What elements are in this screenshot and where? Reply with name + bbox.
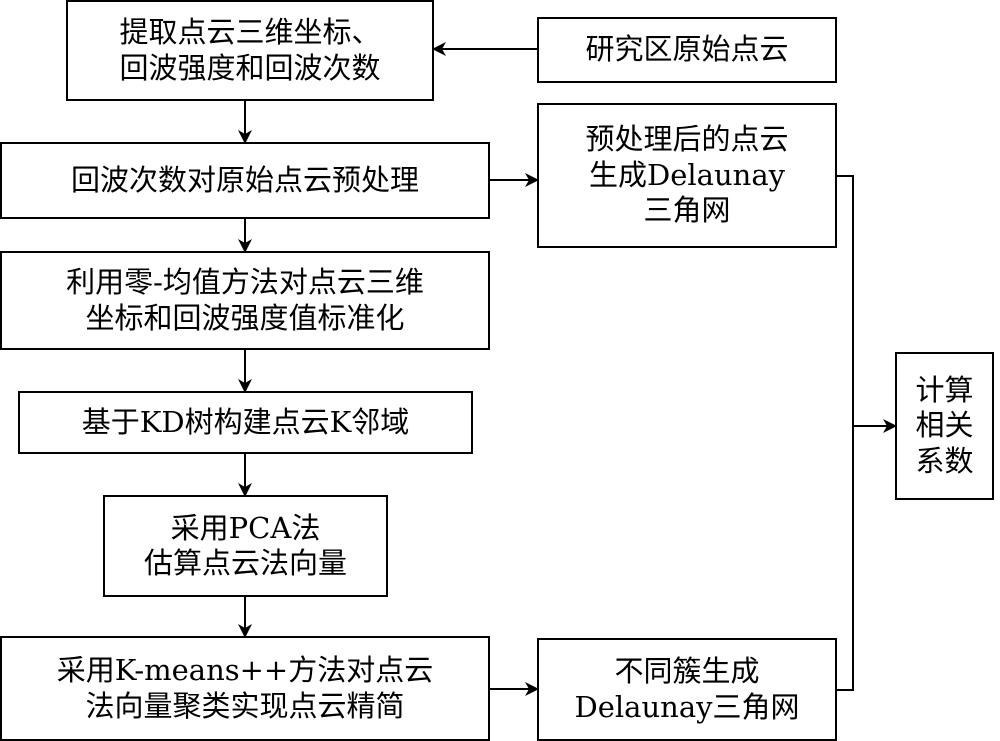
node-text-line: 相关 xyxy=(915,408,974,443)
node-text-line: 三角网 xyxy=(643,193,731,228)
node-text-line: 采用PCA法 xyxy=(170,510,321,545)
extract-coordinates-box: 提取点云三维坐标、回波强度和回波次数 xyxy=(66,0,434,101)
node-text-line: 不同簇生成 xyxy=(614,654,760,689)
node-text-line: 利用零-均值方法对点云三维 xyxy=(66,265,424,300)
node-text-line: 回波次数对原始点云预处理 xyxy=(70,162,419,197)
node-text-line: Delaunay三角网 xyxy=(574,689,800,724)
node-text-line: 研究区原始点云 xyxy=(585,32,789,67)
pca-normal-box: 采用PCA法估算点云法向量 xyxy=(103,495,388,597)
correlation-box: 计算相关系数 xyxy=(895,352,994,500)
node-text-line: 法向量聚类实现点云精简 xyxy=(85,688,405,723)
preprocess-box: 回波次数对原始点云预处理 xyxy=(0,142,490,219)
node-text-line: 计算 xyxy=(915,372,974,407)
node-text-line: 估算点云法向量 xyxy=(143,546,347,580)
standardize-box: 利用零-均值方法对点云三维坐标和回波强度值标准化 xyxy=(0,251,490,350)
node-text-line: 回波强度和回波次数 xyxy=(119,50,381,85)
node-text-line: 提取点云三维坐标、 xyxy=(119,15,381,50)
kd-tree-box: 基于KD树构建点云K邻域 xyxy=(18,391,473,454)
node-text-line: 基于KD树构建点云K邻域 xyxy=(81,404,410,439)
connector-delaunay-pre-to-bus xyxy=(837,175,854,691)
node-text-line: 坐标和回波强度值标准化 xyxy=(85,300,405,335)
node-text-line: 采用K-means++方法对点云 xyxy=(56,653,434,688)
node-text-line: 生成Delaunay xyxy=(588,157,785,192)
kmeans-cluster-box: 采用K-means++方法对点云法向量聚类实现点云精简 xyxy=(0,636,490,741)
node-text-line: 系数 xyxy=(915,443,974,478)
node-text-line: 预处理后的点云 xyxy=(585,122,789,157)
source-point-cloud-box: 研究区原始点云 xyxy=(537,17,837,83)
